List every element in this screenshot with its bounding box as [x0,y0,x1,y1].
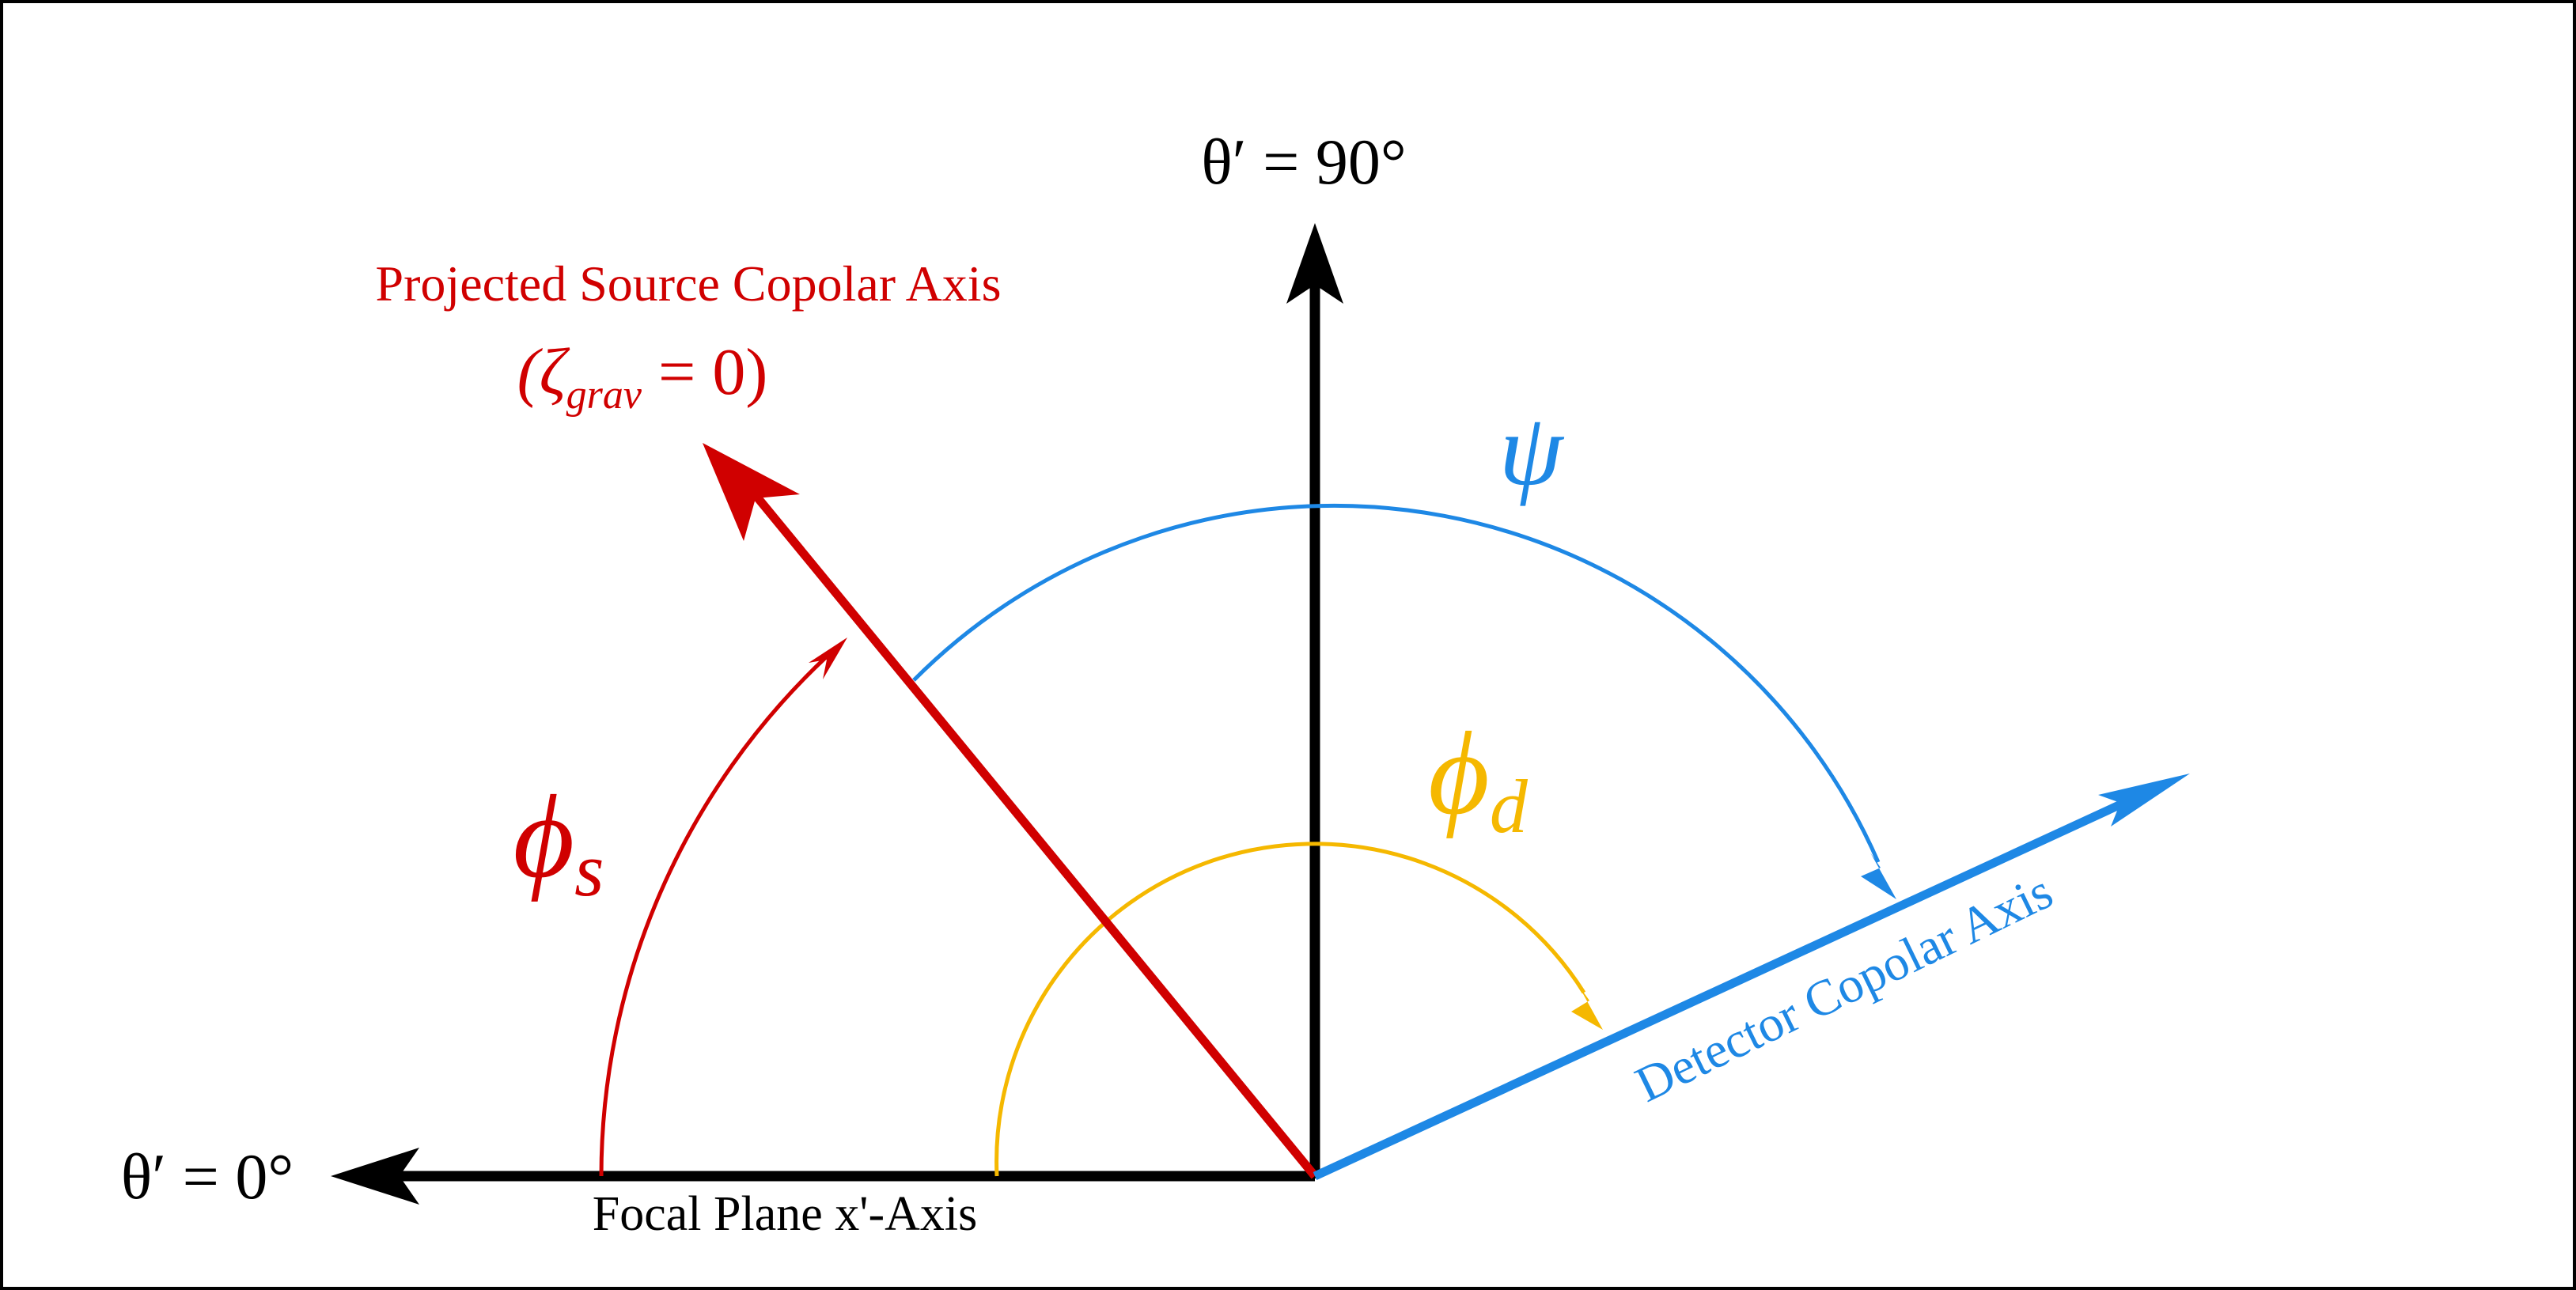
zeta-subscript: grav [566,373,642,418]
zeta-close: = 0) [642,335,767,409]
theta-0-label: θ′ = 0° [121,1141,294,1212]
phi-d-arrowhead [1571,984,1603,1030]
phi-s-arc [599,655,828,1177]
zeta-open: (ζ [517,335,570,409]
focal-plane-axis-arrowhead [331,1148,419,1205]
source-copolar-axis-arrowhead [703,443,800,541]
psi-arrowhead [1861,853,1896,899]
phi-s-subscript: s [574,827,604,912]
psi-arc [912,503,1881,864]
source-axis-title: Projected Source Copolar Axis [376,255,1002,312]
zeta-grav-label: (ζgrav = 0) [517,335,768,418]
phi-d-label: ϕd [1428,708,1529,849]
focal-plane-axis-label: Focal Plane x'-Axis [593,1187,977,1241]
phi-d-arc [994,842,1586,1177]
detector-copolar-axis-arrowhead [2098,774,2190,827]
phi-d-symbol: ϕ [1428,708,1490,839]
phi-d-subscript: d [1490,764,1529,849]
vertical-axis-arrowhead [1286,223,1343,304]
detector-copolar-axis-line [1313,793,2138,1180]
psi-label: ψ [1499,393,1565,507]
source-copolar-axis-line [748,487,1319,1179]
theta-90-label: θ′ = 90° [1201,126,1406,198]
phi-s-label: ϕs [513,771,604,912]
phi-s-symbol: ϕ [513,771,575,902]
phi-s-arrowhead [809,637,847,679]
